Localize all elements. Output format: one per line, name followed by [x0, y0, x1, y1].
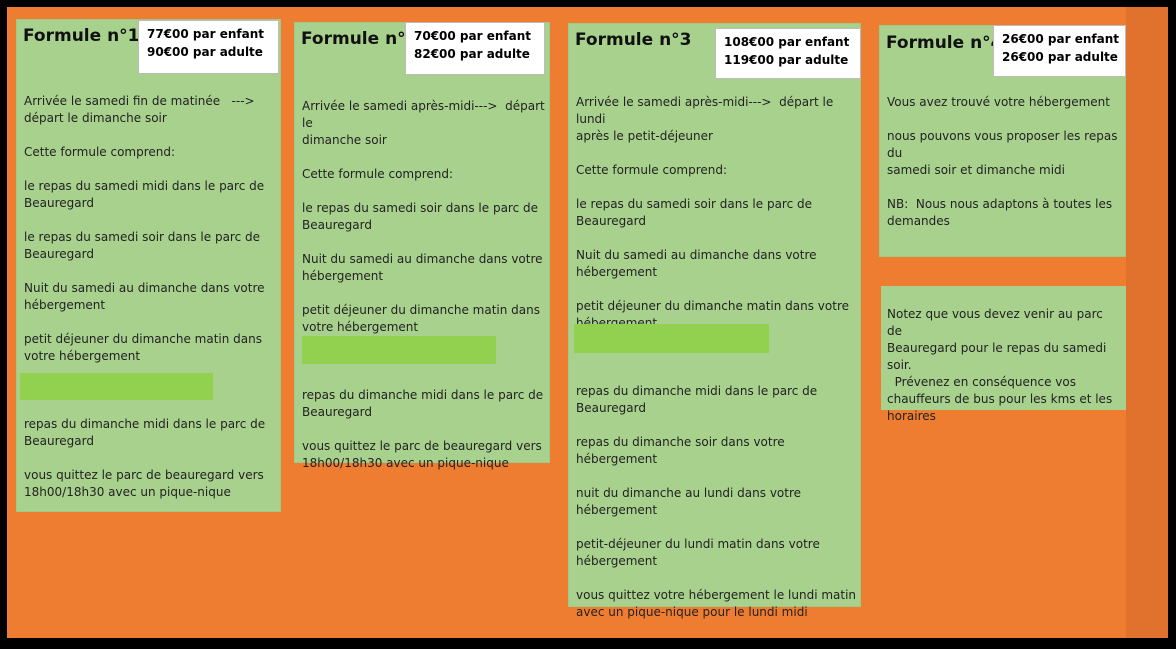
note-box: Notez que vous devez venir au parc de Be…	[881, 286, 1126, 423]
formule-title: Formule n°1	[23, 26, 140, 46]
detail-line: le repas du samedi soir dans le parc de	[24, 230, 261, 244]
detail-line: Beauregard	[576, 401, 646, 415]
price-adult: 119€00 par adulte	[724, 53, 849, 67]
right-edge-strip	[1126, 7, 1168, 638]
price-child: 70€00 par enfant	[414, 29, 531, 43]
detail-line: hébergement	[302, 269, 384, 283]
detail-line: avec un pique-nique pour le lundi midi	[576, 605, 808, 619]
detail-line: repas du dimanche midi dans le parc de	[576, 384, 818, 398]
detail-line: hébergement	[576, 503, 658, 517]
formule-details: Vous avez trouvé votre hébergement nous …	[887, 94, 1125, 230]
detail-line: Beauregard	[302, 218, 372, 232]
detail-line: le repas du samedi soir dans le parc de	[302, 201, 539, 215]
detail-line: Vous avez trouvé votre hébergement	[887, 95, 1110, 109]
detail-line: hébergement	[576, 554, 658, 568]
detail-line: Arrivée le samedi après-midi---> départ …	[302, 99, 549, 130]
detail-line: petit déjeuner du dimanche matin dans vo…	[576, 299, 849, 313]
formule-card-3: Formule n°3 Arrivée le samedi après-midi…	[568, 23, 861, 619]
price-adult: 26€00 par adulte	[1002, 50, 1118, 64]
detail-line: Cette formule comprend:	[302, 167, 454, 181]
detail-line: nous pouvons vous proposer les repas du	[887, 129, 1122, 160]
price-box-2: 70€00 par enfant 82€00 par adulte	[405, 22, 545, 75]
detail-line: votre hébergement	[302, 320, 419, 334]
price-child: 108€00 par enfant	[724, 35, 850, 49]
price-adult: 90€00 par adulte	[147, 45, 263, 59]
price-child: 77€00 par enfant	[147, 27, 264, 41]
detail-line: Nuit du samedi au dimanche dans votre	[576, 248, 817, 262]
detail-line: Beauregard	[24, 247, 94, 261]
detail-line: Nuit du samedi au dimanche dans votre	[24, 281, 265, 295]
detail-line: vous quittez le parc de beauregard vers	[24, 468, 264, 482]
formule-details: Arrivée le samedi après-midi---> départ …	[576, 94, 860, 621]
formule-details: Arrivée le samedi après-midi---> départ …	[302, 98, 549, 472]
formule-card-1: Formule n°1 Arrivée le samedi fin de mat…	[16, 19, 281, 512]
detail-line: 18h00/18h30 avec un pique-nique	[302, 456, 509, 470]
price-box-3: 108€00 par enfant 119€00 par adulte	[715, 28, 861, 79]
price-box-1: 77€00 par enfant 90€00 par adulte	[138, 20, 279, 74]
detail-line: vous quittez le parc de beauregard vers	[302, 439, 542, 453]
detail-line: repas du dimanche midi dans le parc de	[302, 388, 544, 402]
detail-line: Beauregard	[302, 405, 372, 419]
detail-line: Arrivée le samedi après-midi---> départ …	[576, 95, 838, 126]
detail-line: vous quittez votre hébergement le lundi …	[576, 588, 857, 602]
detail-line: Beauregard	[24, 196, 94, 210]
detail-line: Beauregard	[576, 214, 646, 228]
detail-line: 18h00/18h30 avec un pique-nique	[24, 485, 231, 499]
detail-line: dimanche soir	[302, 133, 387, 147]
note-line: horaires	[887, 409, 936, 423]
detail-line: petit déjeuner du dimanche matin dans	[24, 332, 262, 346]
detail-line: demandes	[887, 214, 950, 228]
note-line: Notez que vous devez venir au parc de	[887, 307, 1107, 338]
detail-line: repas du dimanche soir dans votre héberg…	[576, 435, 789, 466]
price-child: 26€00 par enfant	[1002, 32, 1119, 46]
detail-line: Beauregard	[24, 434, 94, 448]
formule-title: Formule n°3	[575, 30, 692, 50]
detail-line: petit déjeuner du dimanche matin dans	[302, 303, 540, 317]
detail-line: Cette formule comprend:	[576, 163, 728, 177]
detail-line: le repas du samedi midi dans le parc de	[24, 179, 265, 193]
note-line: chauffeurs de bus pour les kms et les	[887, 392, 1113, 406]
detail-line: petit-déjeuner du lundi matin dans votre	[576, 537, 820, 551]
detail-line: nuit du dimanche au lundi dans votre	[576, 486, 802, 500]
detail-line: repas du dimanche midi dans le parc de	[24, 417, 266, 431]
price-box-4: 26€00 par enfant 26€00 par adulte	[993, 25, 1126, 77]
detail-line: après le petit-déjeuner	[576, 129, 713, 143]
detail-line: Cette formule comprend:	[24, 145, 176, 159]
formule-title: Formule n°4	[886, 33, 1003, 53]
detail-line: départ le dimanche soir	[24, 111, 167, 125]
detail-line: samedi soir et dimanche midi	[887, 163, 1065, 177]
detail-line: votre hébergement	[24, 349, 141, 363]
highlight-bar	[302, 336, 496, 364]
note-line: Beauregard pour le repas du samedi soir.	[887, 341, 1111, 372]
note-line: Prévenez en conséquence vos	[887, 375, 1076, 389]
detail-line: Nuit du samedi au dimanche dans votre	[302, 252, 543, 266]
formule-title: Formule n°2	[301, 29, 418, 49]
price-adult: 82€00 par adulte	[414, 47, 530, 61]
detail-line: hébergement	[24, 298, 106, 312]
highlight-bar	[20, 373, 213, 400]
formule-details: Arrivée le samedi fin de matinée ---> dé…	[24, 93, 265, 501]
detail-line: le repas du samedi soir dans le parc de	[576, 197, 813, 211]
detail-line: Arrivée le samedi fin de matinée --->	[24, 94, 255, 108]
formule-card-2: Formule n°2 Arrivée le samedi après-midi…	[294, 22, 550, 470]
detail-line: NB: Nous nous adaptons à toutes les	[887, 197, 1113, 211]
highlight-bar	[574, 324, 769, 353]
detail-line: hébergement	[576, 265, 658, 279]
